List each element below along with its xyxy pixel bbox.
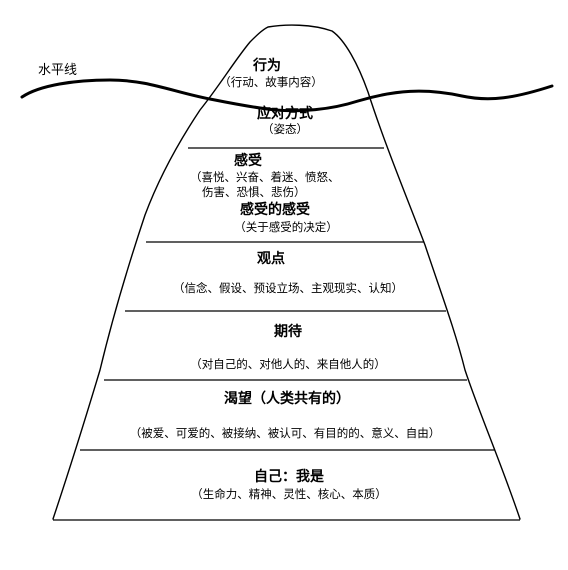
yearnings-detail: （被爱、可爱的、被接纳、被认可、有目的的、意义、自由） xyxy=(129,426,441,440)
feelings-title: 感受 xyxy=(234,153,262,169)
yearnings-title: 渴望（人类共有的） xyxy=(224,391,350,407)
waterline-label: 水平线 xyxy=(38,63,78,78)
feelings-detail-line-2: 伤害、恐惧、悲伤） xyxy=(202,185,306,199)
waterline xyxy=(20,78,554,113)
coping-title: 应对方式 xyxy=(257,106,313,122)
feelings-about-feelings-detail: （关于感受的决定） xyxy=(234,220,338,234)
iceberg-outline xyxy=(52,24,521,520)
expectations-detail: （对自己的、对他人的、来自他人的） xyxy=(190,357,386,371)
coping-detail: （姿态） xyxy=(262,122,308,136)
self-detail: （生命力、精神、灵性、核心、本质） xyxy=(191,487,387,501)
behavior-detail: （行动、故事内容） xyxy=(219,75,323,89)
perceptions-detail: （信念、假设、预设立场、主观现实、认知） xyxy=(173,281,403,295)
expectations-title: 期待 xyxy=(274,324,302,340)
perceptions-title: 观点 xyxy=(257,251,285,267)
behavior-title: 行为 xyxy=(253,58,281,74)
feelings-detail-line-1: （喜悦、兴奋、着迷、愤怒、 xyxy=(190,170,340,184)
self-title: 自己：我是 xyxy=(254,469,324,485)
feelings-about-feelings-title: 感受的感受 xyxy=(240,202,310,218)
